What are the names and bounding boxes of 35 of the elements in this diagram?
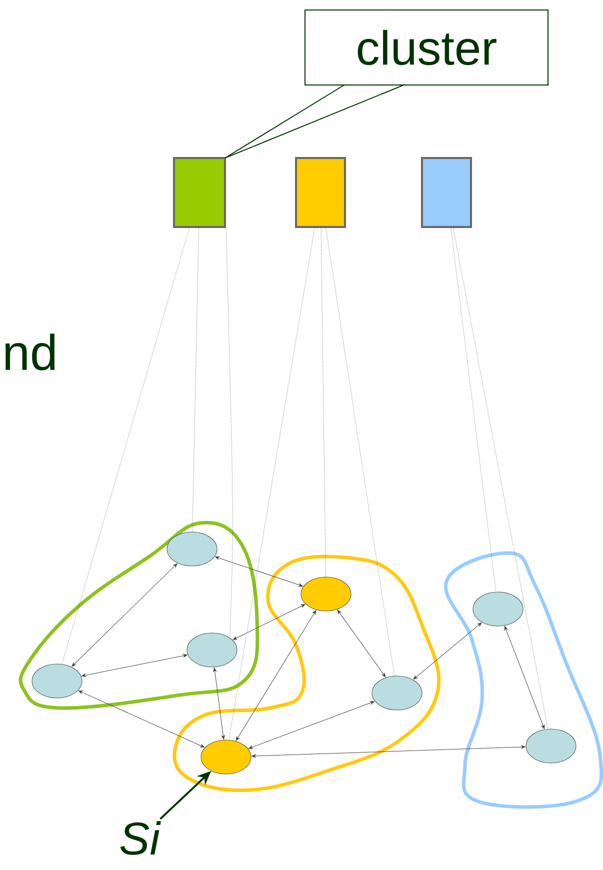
graph-node	[186, 632, 238, 668]
dotted-line	[450, 228, 496, 592]
arrow	[413, 622, 482, 680]
arrow	[72, 563, 178, 667]
node-label: Si	[120, 821, 161, 855]
arrow	[213, 668, 225, 740]
arrow	[215, 556, 303, 587]
callout-box: cluster	[304, 10, 548, 86]
arrow	[82, 654, 188, 677]
cluster-square	[421, 157, 472, 228]
arrow	[504, 626, 545, 729]
cluster-square	[173, 157, 226, 228]
dotted-line	[326, 228, 395, 676]
dotted-line	[228, 228, 315, 740]
dotted-line	[192, 228, 199, 532]
dotted-line	[453, 228, 548, 730]
graph-node	[200, 740, 252, 774]
text-fragment: nd	[6, 334, 55, 370]
arrow	[232, 604, 306, 640]
arrow	[236, 610, 316, 741]
graph-node	[32, 664, 82, 698]
graph-node	[166, 532, 218, 566]
cluster-square	[295, 157, 346, 228]
arrow	[248, 701, 374, 749]
graph-node	[300, 576, 352, 612]
graph-node	[372, 676, 422, 710]
arrow	[252, 745, 526, 758]
dotted-line	[62, 228, 190, 664]
graph-node	[526, 728, 576, 764]
dotted-line	[320, 228, 326, 577]
graph-node	[472, 592, 524, 626]
callout-pointer	[224, 84, 406, 158]
dotted-line	[226, 228, 233, 638]
arrow	[337, 610, 386, 678]
arrow	[78, 690, 205, 748]
